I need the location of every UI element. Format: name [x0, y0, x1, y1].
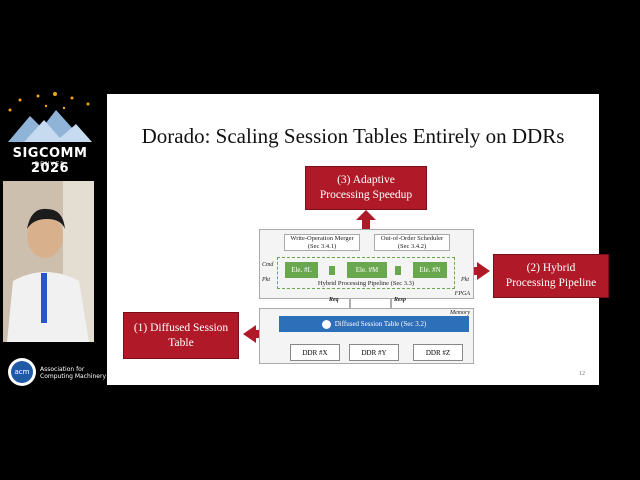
element-m: Ele. #M	[347, 262, 387, 278]
write-merger-line2: (Sec 3.4.1)	[307, 243, 337, 250]
element-l: Ele. #L	[285, 262, 318, 278]
callout-diffused-line2: Table	[168, 336, 194, 349]
fpga-label: FPGA	[454, 291, 470, 297]
acm-org-name: Association for Computing Machinery	[40, 366, 106, 380]
conference-name: SIGCOMM 2026	[12, 146, 88, 176]
memory-label: Memory	[450, 310, 470, 316]
acm-logo-text: acm	[11, 361, 33, 383]
presentation-slide: Dorado: Scaling Session Tables Entirely …	[107, 94, 599, 385]
write-operation-merger: Write-Operation Merger (Sec 3.4.1)	[284, 234, 360, 251]
callout-diffused-line1: (1) Diffused Session	[133, 321, 229, 334]
ddr-x: DDR #X	[290, 344, 340, 361]
conference-city: DENVER	[34, 161, 66, 168]
write-merger-line1: Write-Operation Merger	[290, 235, 354, 242]
pkt-in-label: Pkt	[262, 277, 270, 283]
pipeline-stage-marker	[395, 266, 401, 275]
hybrid-pipeline-label: Hybrid Processing Pipeline (Sec 3.3)	[317, 280, 415, 287]
callout-diffused-session-table: (1) Diffused Session Table	[123, 312, 239, 359]
slide-title: Dorado: Scaling Session Tables Entirely …	[141, 124, 565, 148]
speaker-video	[3, 181, 94, 342]
req-label: Req	[329, 297, 339, 303]
out-of-order-scheduler: Out-of-Order Scheduler (Sec 3.4.2)	[374, 234, 450, 251]
ddr-z: DDR #Z	[413, 344, 463, 361]
ooo-scheduler-line2: (Sec 3.4.2)	[397, 243, 427, 250]
cmd-label: Cmd	[262, 262, 274, 268]
callout-hybrid-line1: (2) Hybrid	[526, 262, 576, 274]
slide-page-number: 12	[579, 371, 585, 377]
callout-adaptive-line1: (3) Adaptive	[337, 174, 395, 186]
ddr-y: DDR #Y	[349, 344, 399, 361]
callout-hybrid-pipeline: (2) Hybrid Processing Pipeline	[493, 254, 609, 298]
session-table-label: Diffused Session Table (Sec 3.2)	[334, 320, 427, 328]
hybrid-pipeline-box	[277, 257, 455, 289]
element-n: Ele. #N	[413, 262, 447, 278]
ooo-scheduler-line1: Out-of-Order Scheduler	[380, 235, 444, 242]
pkt-out-label: Pkt	[461, 277, 469, 283]
sigcomm-logo	[0, 90, 100, 170]
callout-hybrid-line2: Processing Pipeline	[505, 277, 597, 289]
acm-org-line2: Computing Machinery	[40, 373, 106, 380]
callout-adaptive-line2: Processing Speedup	[319, 189, 413, 201]
acm-logo-icon: acm	[8, 358, 36, 386]
pipeline-stage-marker	[329, 266, 335, 275]
callout-adaptive-speedup: (3) Adaptive Processing Speedup	[305, 166, 427, 210]
resp-label: Resp	[394, 297, 406, 303]
acm-org-line1: Association for	[40, 366, 85, 373]
diffused-session-table: Diffused Session Table (Sec 3.2)	[279, 316, 469, 332]
session-table-icon	[321, 319, 331, 329]
